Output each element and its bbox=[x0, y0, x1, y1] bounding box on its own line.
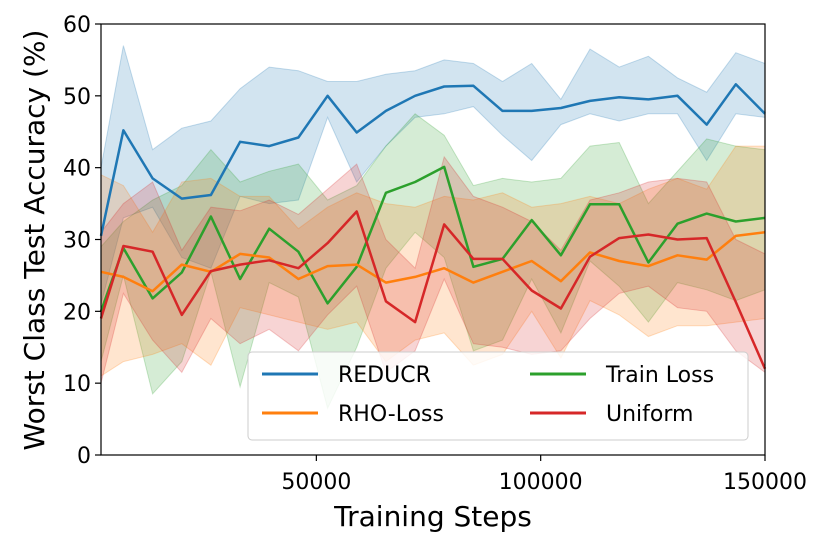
y-tick-label: 30 bbox=[63, 229, 91, 254]
y-tick-label: 20 bbox=[63, 300, 91, 325]
x-axis-label: Training Steps bbox=[333, 500, 532, 533]
legend-label-reducr: REDUCR bbox=[338, 363, 431, 388]
legend-label-train-loss: Train Loss bbox=[605, 363, 714, 388]
y-axis-ticks: 0 10 20 30 40 50 60 bbox=[63, 13, 101, 469]
legend-label-rho-loss: RHO-Loss bbox=[338, 402, 444, 427]
x-tick-label: 150000 bbox=[723, 470, 807, 495]
y-axis-label: Worst Class Test Accuracy (%) bbox=[18, 30, 51, 451]
y-tick-label: 60 bbox=[63, 13, 91, 38]
y-tick-label: 0 bbox=[77, 444, 91, 469]
y-tick-label: 50 bbox=[63, 85, 91, 110]
series-line-uniform bbox=[99, 210, 767, 370]
y-tick-label: 10 bbox=[63, 372, 91, 397]
x-tick-label: 100000 bbox=[499, 470, 583, 495]
x-tick-label: 50000 bbox=[281, 470, 351, 495]
y-tick-label: 40 bbox=[63, 157, 91, 182]
legend-label-uniform: Uniform bbox=[606, 402, 693, 427]
series-lines bbox=[99, 83, 767, 370]
series-line-train-loss bbox=[99, 165, 766, 312]
x-axis-ticks: 50000 100000 150000 bbox=[281, 455, 807, 495]
legend-box bbox=[247, 351, 749, 441]
series-line-reducr bbox=[99, 83, 766, 237]
